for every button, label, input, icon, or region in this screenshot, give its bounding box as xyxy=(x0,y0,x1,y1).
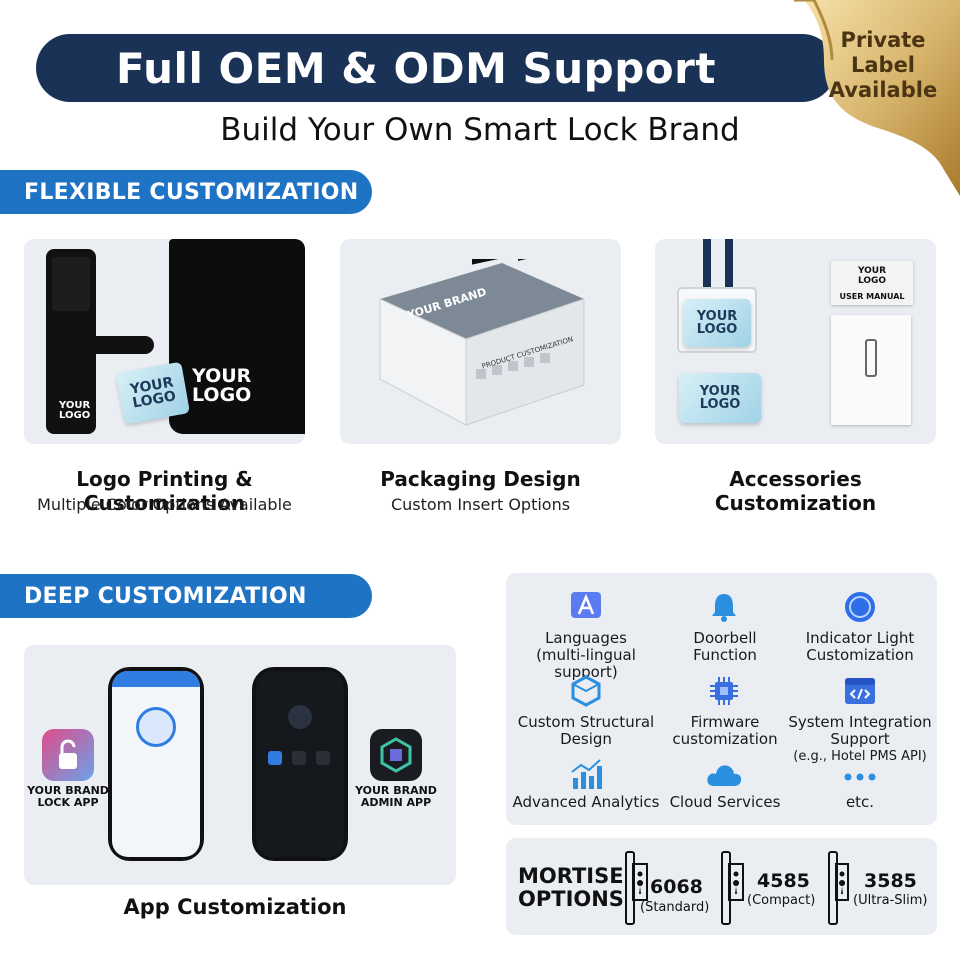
card-title-logo: Logo Printing & Customization xyxy=(76,467,253,515)
ribbon-line-2: Label xyxy=(850,53,916,77)
mortise-6068-icon xyxy=(625,851,648,925)
card-title-accessories: Accessories xyxy=(729,467,862,491)
keypad xyxy=(52,257,90,311)
feature-cloud: Cloud Services xyxy=(669,793,781,811)
bell-icon xyxy=(712,594,736,622)
lever-handle xyxy=(54,336,154,354)
section-deep-customization: DEEP CUSTOMIZATION xyxy=(0,574,372,618)
packaging-card: YOUR BRAND PRODUCT CUSTOMIZATION xyxy=(340,239,621,444)
lanyard xyxy=(703,239,733,289)
page-title: Full OEM & ODM Support xyxy=(116,43,716,93)
code-window-icon xyxy=(845,678,875,704)
phone-light-screen xyxy=(112,671,200,857)
language-icon xyxy=(571,592,601,618)
mortise-4585-number: 4585 xyxy=(757,870,810,892)
cloud-icon xyxy=(707,765,742,786)
cube-icon xyxy=(571,675,601,707)
mortise-6068-note: (Standard) xyxy=(640,900,710,915)
card-subtitle-logo: Multiple Color Options Available xyxy=(37,495,292,514)
page-subtitle: Build Your Own Smart Lock Brand xyxy=(220,112,740,148)
feature-analytics: Advanced Analytics xyxy=(512,793,660,811)
feature-languages: Languages(multi-lingual support) xyxy=(536,629,636,681)
package-box-illustration xyxy=(379,259,585,426)
ribbon-line-3: Available xyxy=(828,78,938,102)
phone-dark-screen xyxy=(256,671,344,857)
ribbon-line-1: Private xyxy=(840,28,926,52)
admin-app-icon xyxy=(370,729,422,781)
mortise-4585-note: (Compact) xyxy=(747,893,816,908)
indicator-light-icon xyxy=(845,592,875,622)
section-flexible-customization: FLEXIBLE CUSTOMIZATION xyxy=(0,170,372,214)
card-title-accessories-line2: Customization xyxy=(714,491,877,515)
mortise-3585-icon xyxy=(828,851,849,925)
smart-lock-side xyxy=(169,239,305,434)
mortise-3585-number: 3585 xyxy=(864,870,917,892)
card-title-packaging: Packaging Design xyxy=(380,467,581,491)
app-customization-caption: App Customization xyxy=(123,895,347,919)
mortise-3585-note: (Ultra-Slim) xyxy=(853,893,928,908)
card-subtitle-packaging: Custom Insert Options xyxy=(390,495,571,514)
ribbon-text: Private Label Available xyxy=(824,28,942,103)
mortise-4585-icon xyxy=(721,851,744,925)
lock-app-icon xyxy=(42,729,94,781)
mortise-6068-number: 6068 xyxy=(650,876,703,898)
analytics-icon xyxy=(571,759,602,789)
more-dots-icon xyxy=(844,773,876,781)
feature-etc: etc. xyxy=(845,793,875,811)
private-label-ribbon xyxy=(794,0,960,196)
chip-icon xyxy=(710,677,738,705)
title-banner xyxy=(36,34,836,102)
user-manual-booklet xyxy=(831,315,911,425)
